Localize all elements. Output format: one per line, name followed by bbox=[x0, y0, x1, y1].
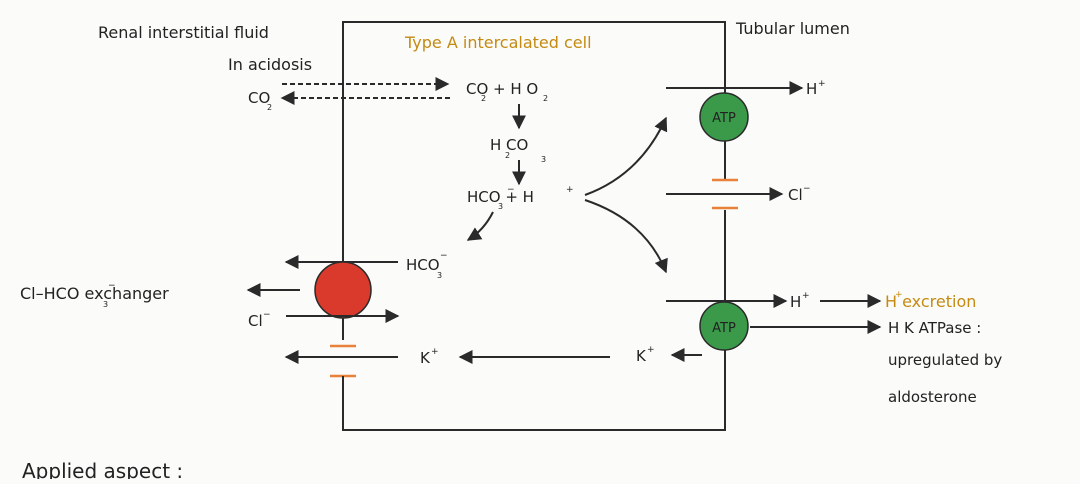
aldosterone-label: aldosterone bbox=[888, 388, 977, 406]
hco3-curve-arrow bbox=[466, 211, 494, 241]
k-right-label: K bbox=[636, 347, 647, 365]
cell-outline bbox=[342, 21, 726, 431]
svg-text:−: − bbox=[108, 281, 116, 291]
svg-text:2: 2 bbox=[505, 151, 510, 160]
h-excretion-label: H excretion bbox=[885, 292, 976, 311]
svg-text:2: 2 bbox=[267, 103, 272, 112]
svg-text:−: − bbox=[803, 184, 811, 194]
svg-text:+: + bbox=[818, 79, 826, 89]
hk-atpase-label: H K ATPase : bbox=[888, 319, 981, 337]
hco3-inside-label: HCO bbox=[406, 256, 440, 274]
h-curve-arrow-up bbox=[584, 116, 668, 196]
cl-hco3-exchanger bbox=[314, 261, 372, 319]
svg-text:+: + bbox=[431, 347, 439, 357]
cell-title: Type A intercalated cell bbox=[404, 33, 592, 52]
h-lower-label: H bbox=[790, 293, 801, 311]
svg-text:3: 3 bbox=[103, 300, 108, 309]
svg-text:+: + bbox=[802, 291, 810, 301]
svg-text:3: 3 bbox=[541, 155, 546, 164]
upregulated-label: upregulated by bbox=[888, 351, 1002, 369]
k-inside-label: K bbox=[420, 349, 431, 367]
svg-text:3: 3 bbox=[437, 271, 442, 280]
co2-left-label: CO bbox=[248, 89, 270, 107]
reaction-h2co3: H CO bbox=[490, 136, 528, 154]
atp-pump-top bbox=[699, 92, 749, 142]
cl-left-label: Cl bbox=[248, 312, 263, 330]
renal-fluid-label: Renal interstitial fluid bbox=[98, 23, 269, 42]
in-acidosis-label: In acidosis bbox=[228, 55, 312, 74]
svg-text:+: + bbox=[895, 290, 903, 300]
exchanger-label: Cl–HCO exchanger bbox=[20, 284, 169, 303]
atp-label-top: ATP bbox=[712, 111, 736, 126]
atp-label-lower: ATP bbox=[712, 321, 736, 336]
svg-text:2: 2 bbox=[543, 94, 548, 103]
applied-aspect-heading: Applied aspect : bbox=[22, 459, 183, 479]
svg-text:−: − bbox=[263, 310, 271, 320]
h-out-top-label: H bbox=[806, 80, 817, 98]
svg-text:3: 3 bbox=[498, 202, 503, 211]
svg-text:+: + bbox=[647, 345, 655, 355]
h-curve-arrow-down bbox=[584, 199, 668, 274]
atp-pump-lower bbox=[699, 301, 749, 351]
reaction-co2-h2o: CO + H O bbox=[466, 80, 538, 98]
tubular-lumen-label: Tubular lumen bbox=[735, 19, 850, 38]
svg-text:2: 2 bbox=[481, 94, 486, 103]
svg-text:+: + bbox=[566, 185, 574, 195]
cl-out-label: Cl bbox=[788, 186, 803, 204]
svg-text:−: − bbox=[440, 251, 448, 261]
svg-text:−: − bbox=[507, 185, 515, 195]
reaction-hco3-h: HCO + H bbox=[467, 188, 534, 206]
